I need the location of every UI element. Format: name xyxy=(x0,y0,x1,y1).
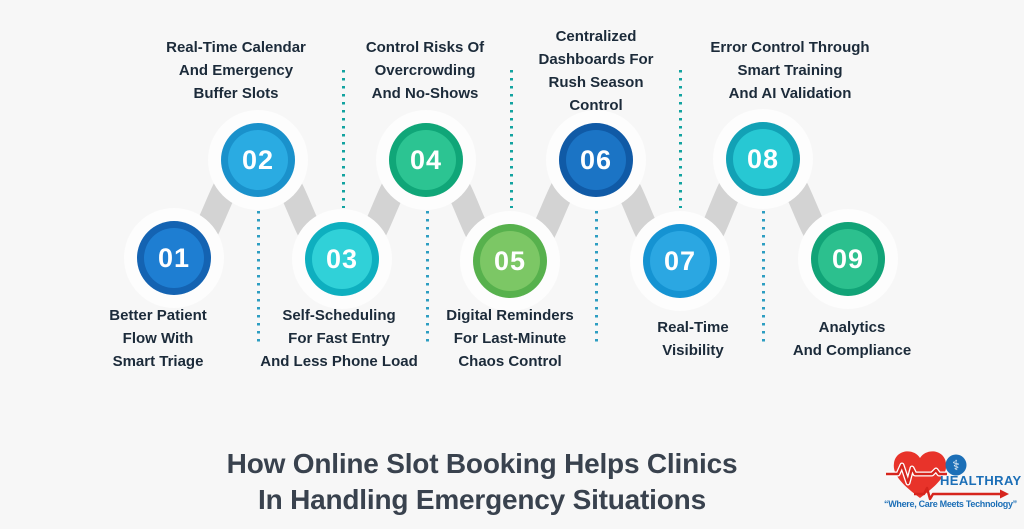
step-circle-01-inner: 01 xyxy=(144,228,204,288)
step-circle-09-inner: 09 xyxy=(818,229,878,289)
dotted-separator xyxy=(510,70,513,208)
step-circle-03: 03 xyxy=(305,222,379,296)
step-circle-03-inner: 03 xyxy=(312,229,372,289)
medical-symbol-icon: ⚕ xyxy=(952,457,960,473)
step-circle-08: 08 xyxy=(726,122,800,196)
healthray-logo: ⚕ HEALTHRAY “Where, Care Meets Technolog… xyxy=(884,444,1021,518)
step-label-05: Digital Reminders For Last-Minute Chaos … xyxy=(446,307,574,370)
step-number-03: 03 xyxy=(325,243,359,274)
step-circle-04: 04 xyxy=(389,123,463,197)
step-circle-06: 06 xyxy=(559,123,633,197)
step-circle-04-inner: 04 xyxy=(396,130,456,190)
step-label-04: Control Risks Of Overcrowding And No-Sho… xyxy=(365,39,485,102)
step-label-07: Real-Time Visibility xyxy=(657,319,729,359)
brand-tagline: “Where, Care Meets Technology” xyxy=(884,499,1017,509)
step-circle-09: 09 xyxy=(811,222,885,296)
ecg-arrow-line xyxy=(914,486,1001,501)
step-label-09: Analytics And Compliance xyxy=(792,319,912,359)
step-number-06: 06 xyxy=(579,144,613,175)
step-number-08: 08 xyxy=(746,143,780,174)
step-label-08: Error Control Through Smart Training And… xyxy=(710,39,870,102)
dotted-separator xyxy=(426,211,429,346)
step-number-01: 01 xyxy=(157,242,191,273)
ecg-line-icon xyxy=(886,463,947,485)
healthray-logo-graphic: ⚕ xyxy=(886,451,1009,501)
step-circle-01: 01 xyxy=(137,221,211,295)
step-circle-07: 07 xyxy=(643,224,717,298)
step-number-02: 02 xyxy=(241,144,275,175)
step-circle-02-inner: 02 xyxy=(228,130,288,190)
step-label-03: Self-Scheduling For Fast Entry And Less … xyxy=(260,307,418,370)
step-circle-05-inner: 05 xyxy=(480,231,540,291)
medical-badge-circle xyxy=(945,454,967,476)
step-circle-08-inner: 08 xyxy=(733,129,793,189)
step-label-01: Better Patient Flow With Smart Triage xyxy=(109,307,207,370)
ecg-arrow-head xyxy=(1000,489,1009,499)
step-number-07: 07 xyxy=(663,245,697,276)
dotted-separator xyxy=(762,211,765,346)
step-label-02: Real-Time Calendar And Emergency Buffer … xyxy=(166,39,306,102)
step-circle-07-inner: 07 xyxy=(650,231,710,291)
step-circle-02: 02 xyxy=(221,123,295,197)
step-circle-05: 05 xyxy=(473,224,547,298)
dotted-separator xyxy=(257,211,260,346)
dotted-separator xyxy=(342,70,345,208)
step-number-09: 09 xyxy=(831,243,865,274)
dotted-separator xyxy=(679,70,682,208)
step-number-05: 05 xyxy=(493,245,527,276)
dotted-separator xyxy=(595,211,598,346)
step-number-04: 04 xyxy=(409,144,443,175)
step-circle-06-inner: 06 xyxy=(566,130,626,190)
brand-name: HEALTHRAY xyxy=(940,473,1022,488)
step-label-06: Centralized Dashboards For Rush Season C… xyxy=(538,28,654,114)
page-title: How Online Slot Booking Helps Clinics In… xyxy=(226,448,738,515)
